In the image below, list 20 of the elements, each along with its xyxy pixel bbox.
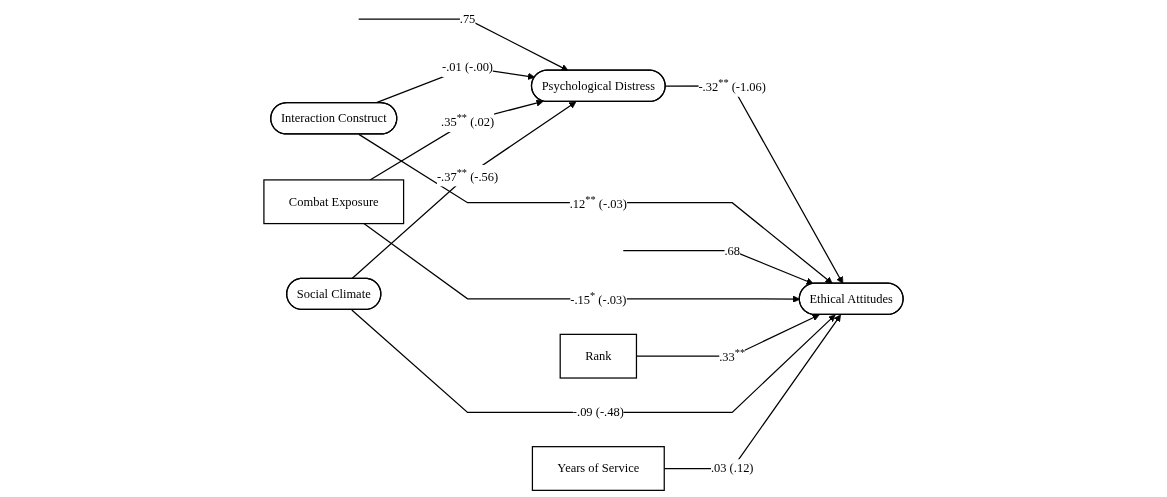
edge-label: .68	[724, 243, 741, 258]
edge-label: -.09 (-.48)	[572, 405, 624, 419]
arrow	[351, 101, 577, 280]
edge-label: -.32$^{**}$ (-1.06)	[698, 76, 767, 94]
arrow	[351, 309, 836, 413]
edge-label: .33$^{**}$	[719, 347, 746, 364]
edge-label: .75	[459, 12, 476, 26]
node-box: Rank	[559, 333, 638, 379]
arrow	[369, 99, 544, 181]
edge-label: -.01 (-.00)	[442, 60, 494, 74]
node-box: Years of Service	[531, 446, 665, 491]
edge-label: .03 (.12)	[710, 461, 754, 475]
edge-label: .35$^{**}$ (.02)	[441, 112, 495, 129]
edge-label: -.15$^{*}$ (-.03)	[570, 289, 627, 307]
node-box: Combat Exposure	[263, 179, 405, 225]
edge-label: -.37$^{**}$ (-.56)	[436, 166, 499, 184]
edge-label: .12$^{**}$ (-.03)	[569, 193, 627, 211]
arrow	[358, 133, 833, 284]
arrow	[358, 18, 569, 71]
arrow	[622, 250, 814, 285]
